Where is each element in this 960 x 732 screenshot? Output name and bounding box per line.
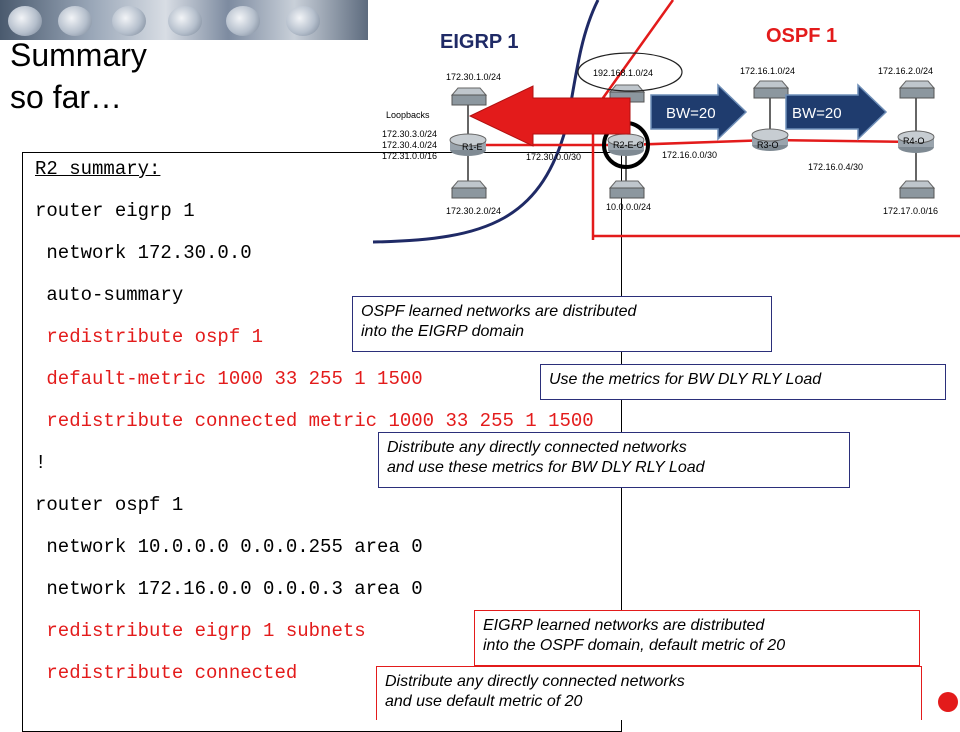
- router-label-r4: R4-O: [903, 136, 925, 146]
- note-eigrp-into-ospf-line-2: into the OSPF domain, default metric of …: [483, 637, 786, 654]
- note-metrics-line-1: Use the metrics for BW DLY RLY Load: [549, 371, 822, 388]
- code-line: router eigrp 1: [35, 200, 195, 222]
- router-label-r1: R1-E: [462, 142, 483, 152]
- note-ospf-into-eigrp: OSPF learned networks are distributed in…: [352, 296, 772, 352]
- bw-label-2: BW=20: [792, 105, 842, 122]
- header-banner-image: [0, 0, 368, 40]
- note-connected-ospf-line-1: Distribute any directly connected networ…: [385, 673, 685, 690]
- note-connected-eigrp: Distribute any directly connected networ…: [378, 432, 850, 488]
- network-label: 172.16.2.0/24: [878, 66, 933, 76]
- router-icon: [449, 133, 487, 156]
- switch-icon: [608, 180, 646, 199]
- note-ospf-into-eigrp-line-1: OSPF learned networks are distributed: [361, 303, 637, 320]
- switch-icon: [752, 80, 790, 99]
- slide-title-line-1: Summary: [10, 37, 147, 73]
- code-line: router ospf 1: [35, 494, 184, 516]
- highlight-ellipse: [577, 52, 683, 92]
- bw-arrow-1: BW=20: [650, 83, 748, 141]
- code-line: auto-summary: [35, 284, 184, 306]
- network-label: 172.16.0.0/30: [662, 150, 717, 160]
- bw-arrow-2: BW=20: [785, 83, 888, 141]
- loopback-network: 172.30.4.0/24: [382, 140, 437, 150]
- note-connected-ospf-line-2: and use default metric of 20: [385, 693, 583, 710]
- eigrp-domain-label: EIGRP 1: [440, 31, 519, 53]
- redistribution-arrow: [468, 85, 631, 147]
- switch-icon: [450, 87, 488, 106]
- note-ospf-into-eigrp-line-2: into the EIGRP domain: [361, 323, 525, 340]
- network-label: 192.168.1.0/24: [593, 68, 653, 78]
- slide-title-line-2: so far…: [10, 79, 123, 115]
- loopback-network: 172.30.3.0/24: [382, 129, 437, 139]
- code-line: network 172.16.0.0 0.0.0.3 area 0: [35, 578, 423, 600]
- network-label: 172.17.0.0/16: [883, 206, 938, 216]
- network-label: 172.16.1.0/24: [740, 66, 795, 76]
- note-connected-eigrp-line-2: and use these metrics for BW DLY RLY Loa…: [387, 459, 705, 476]
- code-line: !: [35, 452, 47, 474]
- note-eigrp-into-ospf-line-1: EIGRP learned networks are distributed: [483, 617, 765, 634]
- code-line: network 10.0.0.0 0.0.0.255 area 0: [35, 536, 423, 558]
- network-label: 172.16.0.4/30: [808, 162, 863, 172]
- slide-title: Summary so far…: [10, 34, 147, 118]
- switch-icon: [898, 80, 936, 99]
- network-label: 172.30.1.0/24: [446, 72, 501, 82]
- loopbacks-label: Loopbacks: [386, 110, 430, 120]
- network-topology-diagram: EIGRP 1 OSPF 1 R1-E R2-E-O R3-O R4-O Loo…: [372, 0, 960, 244]
- note-metrics: Use the metrics for BW DLY RLY Load: [540, 364, 946, 400]
- loopback-network: 172.31.0.0/16: [382, 151, 437, 161]
- switch-icon: [450, 180, 488, 199]
- code-line: redistribute ospf 1: [35, 326, 264, 348]
- link-r2-r3: [625, 138, 771, 147]
- router-label-r3: R3-O: [757, 140, 779, 150]
- router-icon: [607, 133, 645, 156]
- switch-icon: [898, 180, 936, 199]
- code-line: network 172.30.0.0: [35, 242, 252, 264]
- network-label: 10.0.0.0/24: [606, 202, 651, 212]
- router-icon: [751, 128, 789, 151]
- code-line: redistribute eigrp 1 subnets: [35, 620, 366, 642]
- ospf-domain-label: OSPF 1: [766, 25, 837, 47]
- network-label: 172.30.0.0/30: [526, 152, 581, 162]
- note-connected-eigrp-line-1: Distribute any directly connected networ…: [387, 439, 687, 456]
- note-eigrp-into-ospf: EIGRP learned networks are distributed i…: [474, 610, 920, 666]
- code-line: default-metric 1000 33 255 1 1500: [35, 368, 423, 390]
- note-connected-ospf: Distribute any directly connected networ…: [376, 666, 922, 720]
- network-label: 172.30.2.0/24: [446, 206, 501, 216]
- link-r3-r4: [769, 138, 917, 144]
- red-dot-marker: [938, 692, 958, 712]
- bw-label-1: BW=20: [666, 105, 716, 122]
- code-heading: R2 summary:: [35, 158, 161, 180]
- router-label-r2: R2-E-O: [613, 140, 644, 150]
- code-line: redistribute connected metric 1000 33 25…: [35, 410, 594, 432]
- code-line: redistribute connected: [35, 662, 298, 684]
- router-icon: [897, 130, 935, 153]
